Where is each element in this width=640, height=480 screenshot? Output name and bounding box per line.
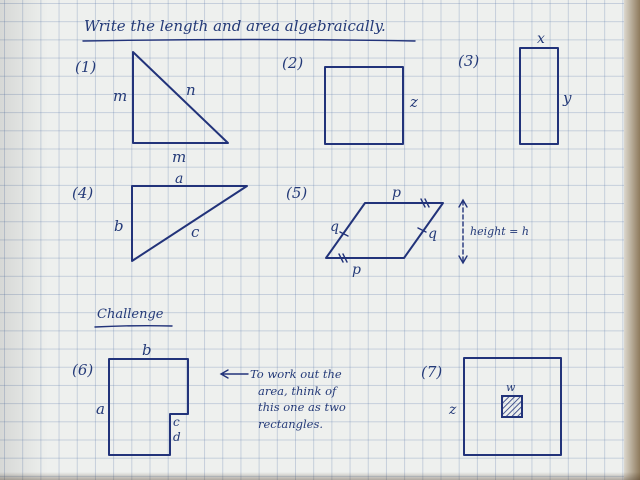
label-1-base: m xyxy=(172,148,187,166)
label-7-inner: w xyxy=(506,381,516,394)
problem-number-3: (3) xyxy=(458,52,480,70)
parallelogram-tick-marks xyxy=(338,198,430,263)
label-4-vertical: b xyxy=(114,217,124,235)
label-3-height: y xyxy=(563,89,572,107)
hint-note: To work out the area, think of this one … xyxy=(250,366,346,432)
label-5-bottom: p xyxy=(352,262,361,278)
problem-number-5: (5) xyxy=(286,184,308,202)
label-1-vertical: m xyxy=(113,87,128,105)
title-underline xyxy=(82,38,416,42)
label-3-width: x xyxy=(537,31,545,47)
label-6-left: a xyxy=(96,400,105,418)
problem-number-1: (1) xyxy=(75,58,97,76)
problem-number-6: (6) xyxy=(72,361,94,379)
square-2 xyxy=(324,66,404,145)
outer-square-7 xyxy=(463,357,562,456)
problem-number-2: (2) xyxy=(282,54,304,72)
hint-line-4: rectangles. xyxy=(258,416,324,431)
triangle-4 xyxy=(131,185,248,262)
challenge-underline xyxy=(94,324,173,328)
label-2-side: z xyxy=(410,93,418,111)
rectangle-3 xyxy=(519,47,559,145)
problem-number-7: (7) xyxy=(421,363,443,381)
problem-number-4: (4) xyxy=(72,184,94,202)
parallelogram-5 xyxy=(325,202,444,259)
triangle-1 xyxy=(132,51,229,144)
label-4-hypotenuse: c xyxy=(191,223,200,241)
hint-line-2: area, think of xyxy=(258,383,337,398)
page-edge-right xyxy=(624,0,640,480)
label-7-outer: z xyxy=(449,402,457,418)
note-arrow xyxy=(219,369,249,379)
page-fold-shadow xyxy=(0,0,48,480)
page-edge-bottom xyxy=(0,472,640,480)
label-5-left: q xyxy=(330,219,339,235)
label-5-right: q xyxy=(428,226,437,242)
label-1-hypotenuse: n xyxy=(186,81,196,99)
challenge-heading: Challenge xyxy=(97,307,164,322)
hint-line-3: this one as two xyxy=(258,400,346,414)
inner-square-7 xyxy=(501,395,523,418)
height-arrow xyxy=(458,198,468,265)
label-6-bottom-right: d xyxy=(173,430,181,444)
label-5-height: height = h xyxy=(470,225,529,238)
label-6-notch: c xyxy=(173,415,180,429)
label-6-top: b xyxy=(142,341,152,359)
l-shape-6 xyxy=(108,358,189,456)
label-4-top: a xyxy=(175,171,184,187)
label-5-top: p xyxy=(392,185,401,201)
hint-line-1: To work out the xyxy=(250,367,342,381)
worksheet-title: Write the length and area algebraically. xyxy=(84,17,386,35)
